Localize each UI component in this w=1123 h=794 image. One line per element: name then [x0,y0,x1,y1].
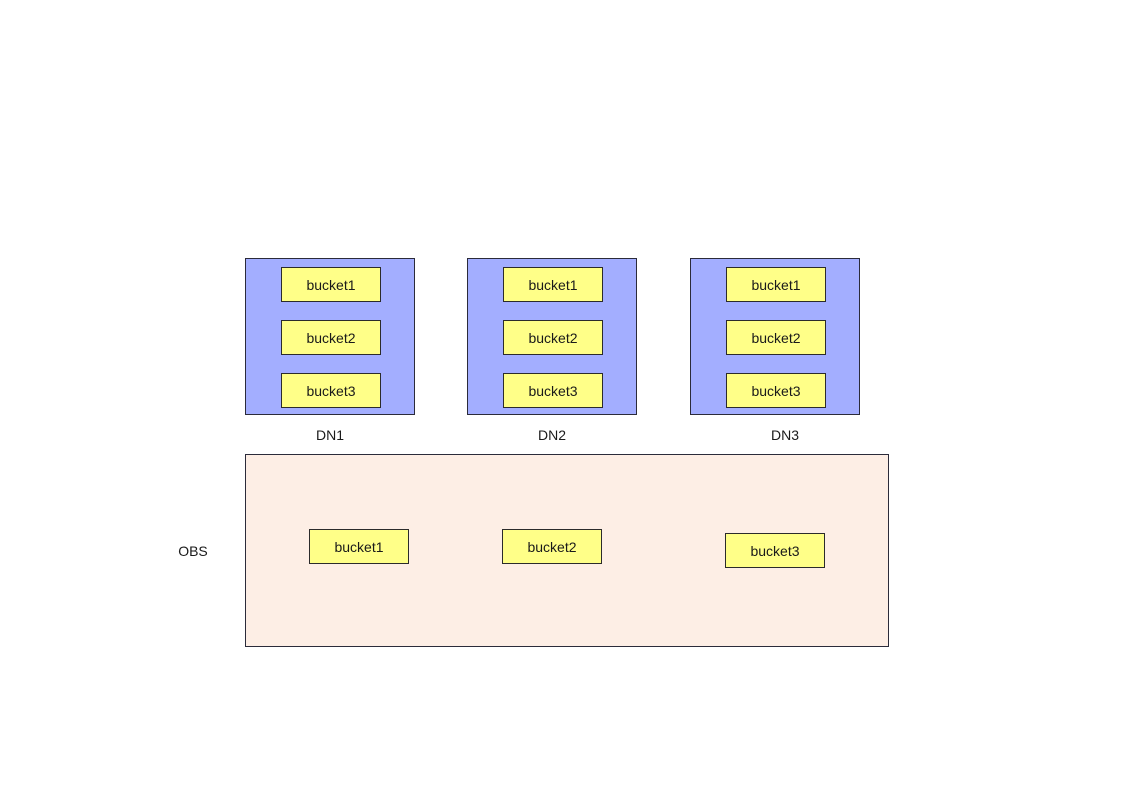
bucket-block: bucket3 [503,373,603,408]
bucket-block: bucket3 [725,533,825,568]
data-node-label: DN2 [537,427,566,443]
data-node-label: DN3 [770,427,799,443]
bucket-block: bucket1 [503,267,603,302]
bucket-block: bucket2 [281,320,381,355]
bucket-block: bucket1 [309,529,409,564]
data-node-label: DN1 [315,427,344,443]
bucket-block: bucket1 [726,267,826,302]
bucket-block: bucket2 [726,320,826,355]
bucket-block: bucket1 [281,267,381,302]
object-storage: bucket1 bucket2 bucket3 [245,454,889,647]
bucket-block: bucket2 [503,320,603,355]
data-node-dn1: bucket1 bucket2 bucket3 [245,258,415,415]
bucket-block: bucket2 [502,529,602,564]
storage-label: OBS [178,543,208,559]
bucket-block: bucket3 [281,373,381,408]
bucket-block: bucket3 [726,373,826,408]
data-node-dn3: bucket1 bucket2 bucket3 [690,258,860,415]
data-node-dn2: bucket1 bucket2 bucket3 [467,258,637,415]
